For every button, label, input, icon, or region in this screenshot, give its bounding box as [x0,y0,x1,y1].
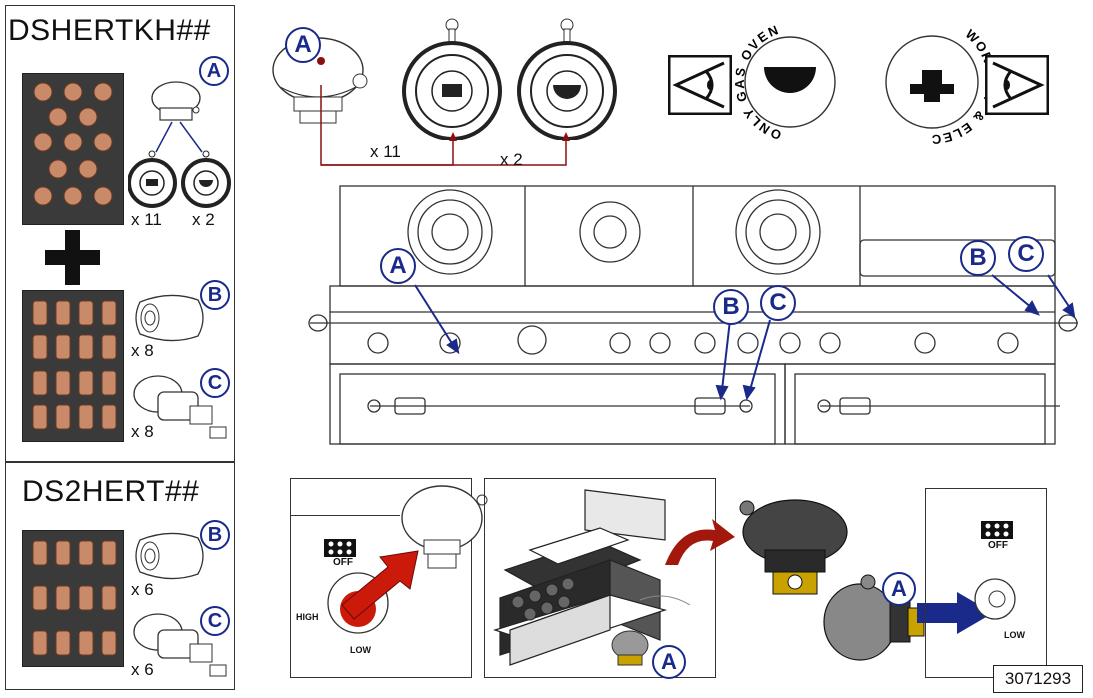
badge-b-left-1: B [200,280,230,310]
badge-a-top: A [285,27,321,63]
control-socket-illustration [974,578,1016,620]
only-gas-oven-badge: ONLY GAS OVEN [732,22,836,143]
model-title-1: DSHERTKH## [8,14,211,47]
leader-lines [320,85,570,166]
step-1-shelf-line [290,515,400,517]
blue-insert-arrow [917,592,993,634]
label-low-2: LOW [1004,630,1025,640]
cap-c-illustration-2 [133,613,227,677]
qty-knob-a: x 11 [131,210,162,229]
red-curved-arrow [665,519,735,565]
knob-dial-illustration [128,81,231,208]
qty-b1: x 8 [131,341,154,360]
knob-illustration-step-1 [401,485,488,569]
label-off-1: OFF [333,557,353,568]
red-push-arrow [341,550,419,620]
cap-b-illustration-2 [135,532,204,580]
control-legend-icon [324,539,356,557]
control-legend-icon-2 [981,521,1013,539]
badge-b-cooker-2: B [960,240,996,276]
badge-a-step-3: A [882,572,916,606]
worktop-electrics-badge: WORKTOP & ELECTRICS [862,10,998,147]
knob-tray-1 [22,73,124,225]
bottom-step-4-panel [925,488,1047,678]
badge-c-left-2: C [200,606,230,636]
badge-c-cooker-1: C [760,285,796,321]
qty-c2: x 6 [131,660,154,679]
badge-b-cooker-1: B [713,289,749,325]
bottom-step-1-panel [290,478,472,678]
qty-x2-top: x 2 [500,150,523,169]
bottom-step-2-panel [484,478,716,678]
label-off-2: OFF [988,540,1008,551]
copper-caps-graphic [32,300,117,430]
qty-knob-b: x 2 [192,210,215,229]
left-panel [5,5,235,690]
badge-b-left-2: B [200,520,230,550]
model-title-2: DS2HERT## [22,475,200,508]
document-code: 3071293 [993,665,1083,693]
label-high-1: HIGH [296,612,319,622]
plus-icon [45,230,100,285]
badge-a-left: A [199,56,229,86]
qty-c1: x 8 [131,422,154,441]
knob-box-illustration [493,489,691,666]
cap-tray-1 [22,290,124,442]
qty-x11-top: x 11 [370,142,401,161]
blue-pointer-lines [414,274,1076,401]
knob-dark-illustration [739,499,848,595]
eye-left-icon [668,55,732,115]
badge-c-cooker-2: C [1008,236,1044,272]
eye-right-icon [985,55,1049,115]
dial-2-top [517,18,617,140]
left-panel-divider [5,461,235,463]
cap-c-illustration-1 [133,375,227,439]
dial-1-top [402,18,502,140]
copper-knobs-graphic [33,82,113,206]
cap-b-illustration-1 [135,294,204,342]
qty-b2: x 6 [131,580,154,599]
label-low-1: LOW [350,645,371,655]
badge-a-cooker: A [380,248,416,284]
badge-c-left-1: C [200,368,230,398]
copper-caps-graphic-2 [32,540,117,656]
badge-a-step-2: A [652,645,686,679]
cap-tray-2 [22,530,124,667]
